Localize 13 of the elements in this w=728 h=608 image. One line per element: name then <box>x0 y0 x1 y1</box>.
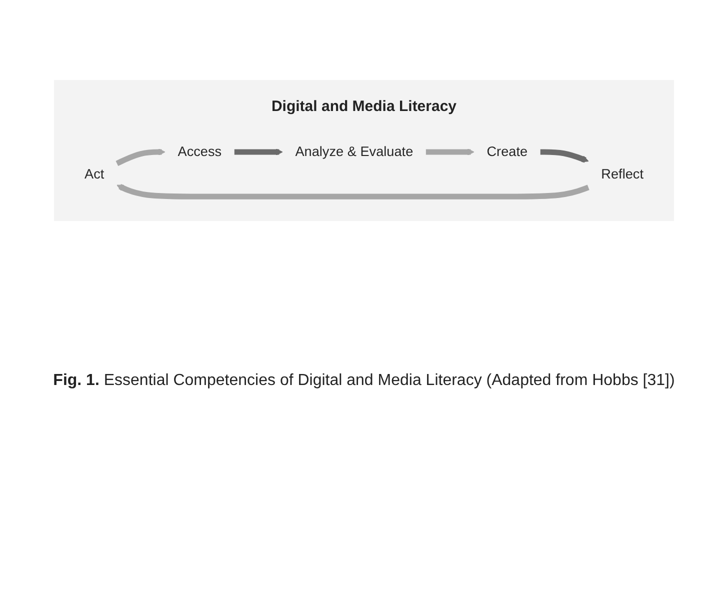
node-text: Access <box>178 144 222 160</box>
arrow <box>540 149 589 163</box>
center-label: Digital and Media Literacy <box>271 98 457 115</box>
arrow <box>234 148 283 156</box>
figure-caption: Fig. 1. Essential Competencies of Digital and Media Literacy (Adapted from Hobbs [31]) <box>53 372 675 390</box>
node-text: Analyze & Evaluate <box>295 144 414 160</box>
arrow <box>116 148 166 166</box>
arrow <box>116 184 590 200</box>
panel-background: Digital and Media Literacy Act Access Analyze & Evaluate Create Reflect <box>54 80 674 221</box>
node-text: Act <box>84 166 104 182</box>
arrow <box>426 148 474 156</box>
node-text: Reflect <box>601 166 644 182</box>
node-text: Create <box>486 144 528 160</box>
